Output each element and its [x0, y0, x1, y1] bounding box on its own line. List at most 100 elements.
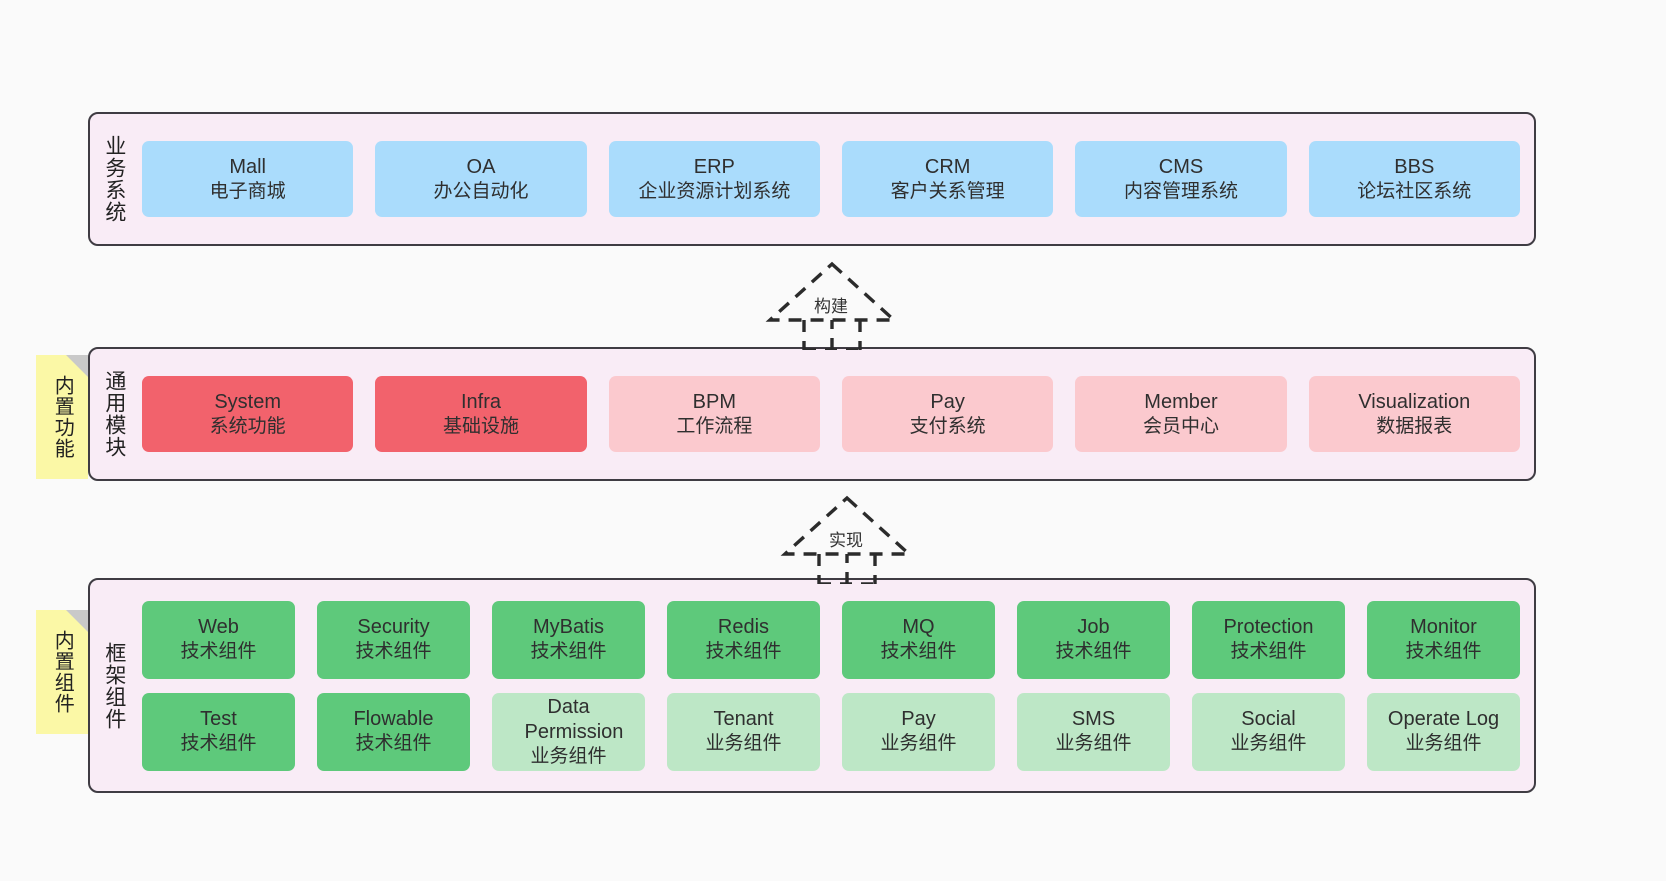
module-name-cn: 业务组件	[1230, 733, 1307, 755]
module-box-protection[interactable]: Protection 技术组件	[1192, 600, 1345, 679]
module-box-flowable[interactable]: Flowable 技术组件	[317, 692, 470, 771]
module-box-job[interactable]: Job 技术组件	[1017, 600, 1170, 679]
connector-build: 构建	[752, 258, 912, 352]
module-name-cn: 技术组件	[1230, 641, 1307, 663]
module-box-mq[interactable]: MQ 技术组件	[842, 600, 995, 679]
module-name-cn: 业务组件	[880, 733, 957, 755]
module-name-en: Monitor	[1410, 616, 1477, 639]
note-builtin-component: 内置组件	[36, 610, 88, 734]
module-name-en: SMS	[1071, 708, 1116, 731]
module-name-cn: 支付系统	[909, 415, 986, 437]
module-name-cn: 工作流程	[676, 415, 753, 437]
module-box-bpm[interactable]: BPM 工作流程	[608, 376, 820, 452]
module-name-en: MQ	[902, 616, 935, 639]
module-name-en: System	[214, 390, 281, 413]
module-name-en: Redis	[717, 616, 770, 639]
module-box-monitor[interactable]: Monitor 技术组件	[1367, 600, 1520, 679]
layer-row: Web 技术组件 Security 技术组件 MyBatis 技术组件 Redi…	[142, 600, 1520, 679]
module-box-social[interactable]: Social 业务组件	[1192, 692, 1345, 771]
layer-row: System 系统功能 Infra 基础设施 BPM 工作流程 Pay 支付系统…	[142, 376, 1520, 452]
module-box-crm[interactable]: CRM 客户关系管理	[841, 141, 1054, 217]
module-name-cn: 办公自动化	[433, 180, 529, 202]
layer-business-system: 业务系统 Mall 电子商城 OA 办公自动化 ERP 企业资源计划系统 CRM…	[88, 112, 1536, 246]
note-builtin-function: 内置功能	[36, 355, 88, 479]
module-box-pay[interactable]: Pay 支付系统	[841, 376, 1054, 452]
module-name-cn: 系统功能	[209, 415, 286, 437]
module-box-tenant[interactable]: Tenant 业务组件	[667, 692, 820, 771]
module-box-data-permission[interactable]: Data Permission 业务组件	[492, 692, 645, 771]
module-name-cn: 基础设施	[442, 415, 519, 437]
module-name-en: CMS	[1158, 155, 1204, 178]
module-box-redis[interactable]: Redis 技术组件	[667, 600, 820, 679]
module-box-member[interactable]: Member 会员中心	[1075, 376, 1287, 452]
note-text: 内置组件	[51, 630, 74, 714]
connector-implement: 实现	[767, 492, 927, 586]
module-name-en: Operate Log	[1387, 708, 1500, 731]
module-name-cn: 技术组件	[1405, 641, 1482, 663]
module-name-en: Job	[1077, 616, 1110, 639]
module-box-visualization[interactable]: Visualization 数据报表	[1308, 376, 1520, 452]
module-name-en: Social	[1241, 708, 1296, 731]
connector-label-implement: 实现	[829, 531, 863, 550]
layer-row: Mall 电子商城 OA 办公自动化 ERP 企业资源计划系统 CRM 客户关系…	[142, 141, 1520, 217]
module-name-cn: 论坛社区系统	[1357, 180, 1472, 202]
layer-title-common-module: 通用模块	[102, 370, 126, 458]
module-box-web[interactable]: Web 技术组件	[142, 600, 295, 679]
note-text: 内置功能	[51, 375, 74, 459]
module-name-en: Tenant	[713, 708, 774, 731]
module-name-cn: 技术组件	[355, 641, 432, 663]
module-name-en: Web	[198, 616, 239, 639]
layer-body-common-module: System 系统功能 Infra 基础设施 BPM 工作流程 Pay 支付系统…	[138, 349, 1534, 479]
module-name-en: Protection	[1223, 616, 1314, 639]
module-name-en: ERP	[693, 155, 735, 178]
connector-label-build: 构建	[814, 297, 848, 316]
module-box-infra[interactable]: Infra 基础设施	[375, 376, 587, 452]
module-name-en: Flowable	[353, 708, 434, 731]
layer-row: Test 技术组件 Flowable 技术组件 Data Permission …	[142, 692, 1520, 771]
module-name-en: Visualization	[1358, 390, 1471, 413]
module-name-cn: 电子商城	[209, 180, 286, 202]
module-box-system[interactable]: System 系统功能	[142, 376, 354, 452]
module-name-cn: 业务组件	[530, 745, 607, 767]
module-box-mybatis[interactable]: MyBatis 技术组件	[492, 600, 645, 679]
module-box-erp[interactable]: ERP 企业资源计划系统	[608, 141, 820, 217]
module-name-en: OA	[466, 155, 496, 178]
module-box-pay-component[interactable]: Pay 业务组件	[842, 692, 995, 771]
module-name-en: Test	[200, 708, 237, 731]
module-box-sms[interactable]: SMS 业务组件	[1017, 692, 1170, 771]
layer-common-module: 通用模块 System 系统功能 Infra 基础设施 BPM 工作流程 Pay…	[88, 347, 1536, 481]
module-box-mall[interactable]: Mall 电子商城	[142, 141, 354, 217]
module-name-cn: 会员中心	[1142, 415, 1219, 437]
module-box-bbs[interactable]: BBS 论坛社区系统	[1308, 141, 1520, 217]
module-box-test[interactable]: Test 技术组件	[142, 692, 295, 771]
module-name-cn: 企业资源计划系统	[638, 180, 791, 202]
module-name-en: BPM	[692, 390, 736, 413]
module-name-en: MyBatis	[532, 616, 605, 639]
module-box-oa[interactable]: OA 办公自动化	[375, 141, 587, 217]
layer-body-framework-component: Web 技术组件 Security 技术组件 MyBatis 技术组件 Redi…	[138, 580, 1534, 791]
module-name-cn: 技术组件	[705, 641, 782, 663]
module-name-cn: 技术组件	[1055, 641, 1132, 663]
module-name-en: Member	[1144, 390, 1218, 413]
layer-framework-component: 框架组件 Web 技术组件 Security 技术组件 MyBatis 技术组件…	[88, 578, 1536, 793]
module-name-en: Pay	[930, 390, 965, 413]
module-box-security[interactable]: Security 技术组件	[317, 600, 470, 679]
module-name-cn: 业务组件	[1405, 733, 1482, 755]
module-name-cn: 业务组件	[1055, 733, 1132, 755]
module-name-en: Mall	[229, 155, 266, 178]
module-name-cn: 数据报表	[1376, 415, 1453, 437]
module-name-en: BBS	[1394, 155, 1435, 178]
module-name-en: Pay	[901, 708, 936, 731]
module-name-en: Infra	[460, 390, 501, 413]
module-name-cn: 技术组件	[355, 733, 432, 755]
layer-title-framework-component: 框架组件	[102, 641, 126, 730]
layer-title-business-system: 业务系统	[102, 135, 126, 223]
module-name-en: Data Permission	[524, 695, 624, 743]
module-name-cn: 技术组件	[180, 733, 257, 755]
module-name-cn: 内容管理系统	[1123, 180, 1238, 202]
module-box-cms[interactable]: CMS 内容管理系统	[1075, 141, 1287, 217]
module-name-cn: 技术组件	[880, 641, 957, 663]
module-box-operate-log[interactable]: Operate Log 业务组件	[1367, 692, 1520, 771]
module-name-cn: 技术组件	[530, 641, 607, 663]
